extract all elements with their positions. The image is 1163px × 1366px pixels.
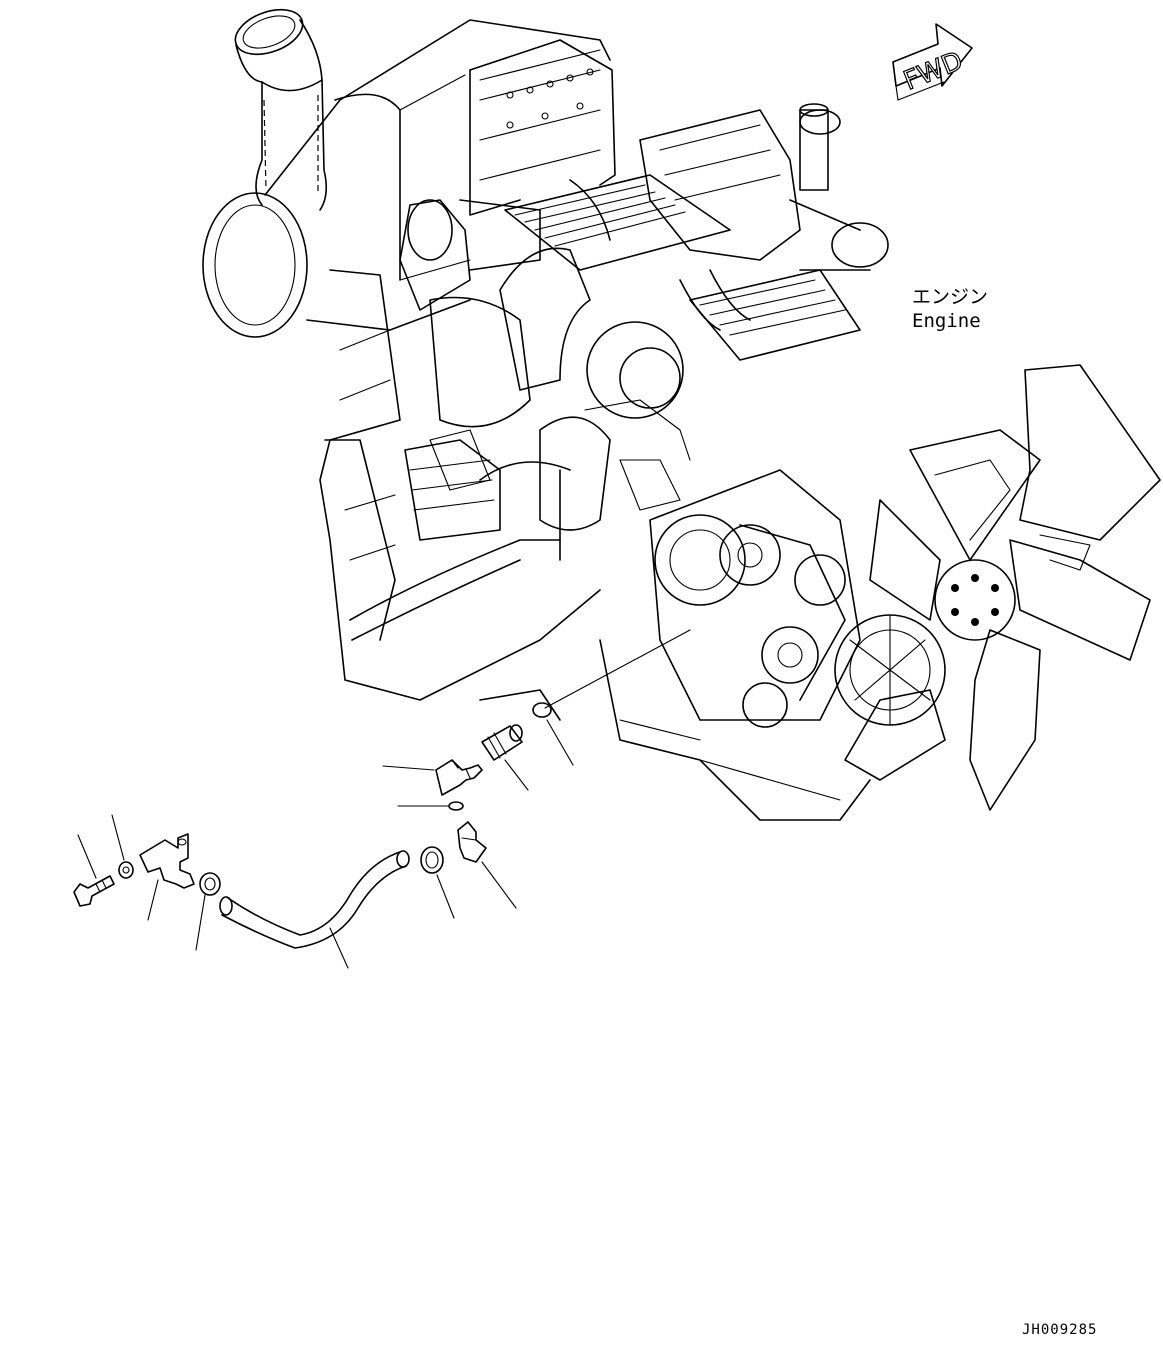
hose-clamp-right bbox=[420, 846, 455, 919]
seal-washer bbox=[397, 801, 464, 811]
fwd-label: FWD bbox=[900, 46, 968, 97]
washer bbox=[111, 814, 134, 879]
cooling-fan bbox=[844, 364, 1161, 811]
o-ring bbox=[532, 702, 574, 766]
hose-clamp-left bbox=[195, 872, 221, 951]
elbow-fitting bbox=[382, 759, 483, 796]
parts-leader-line bbox=[544, 629, 691, 709]
fwd-arrow-icon: FWD bbox=[892, 23, 973, 101]
engine-label-japanese: エンジン bbox=[912, 286, 988, 308]
hose bbox=[219, 850, 410, 969]
adapter bbox=[481, 724, 529, 791]
engine-label: エンジン Engine bbox=[912, 286, 988, 332]
engine-label-english: Engine bbox=[912, 310, 981, 332]
hose-junction-bracket bbox=[139, 833, 195, 921]
bolt bbox=[73, 834, 115, 907]
engine-block bbox=[319, 39, 946, 821]
drawing-code: JH009285 bbox=[1022, 1322, 1097, 1338]
connector-nipple bbox=[457, 821, 517, 909]
air-cleaner bbox=[202, 8, 611, 338]
